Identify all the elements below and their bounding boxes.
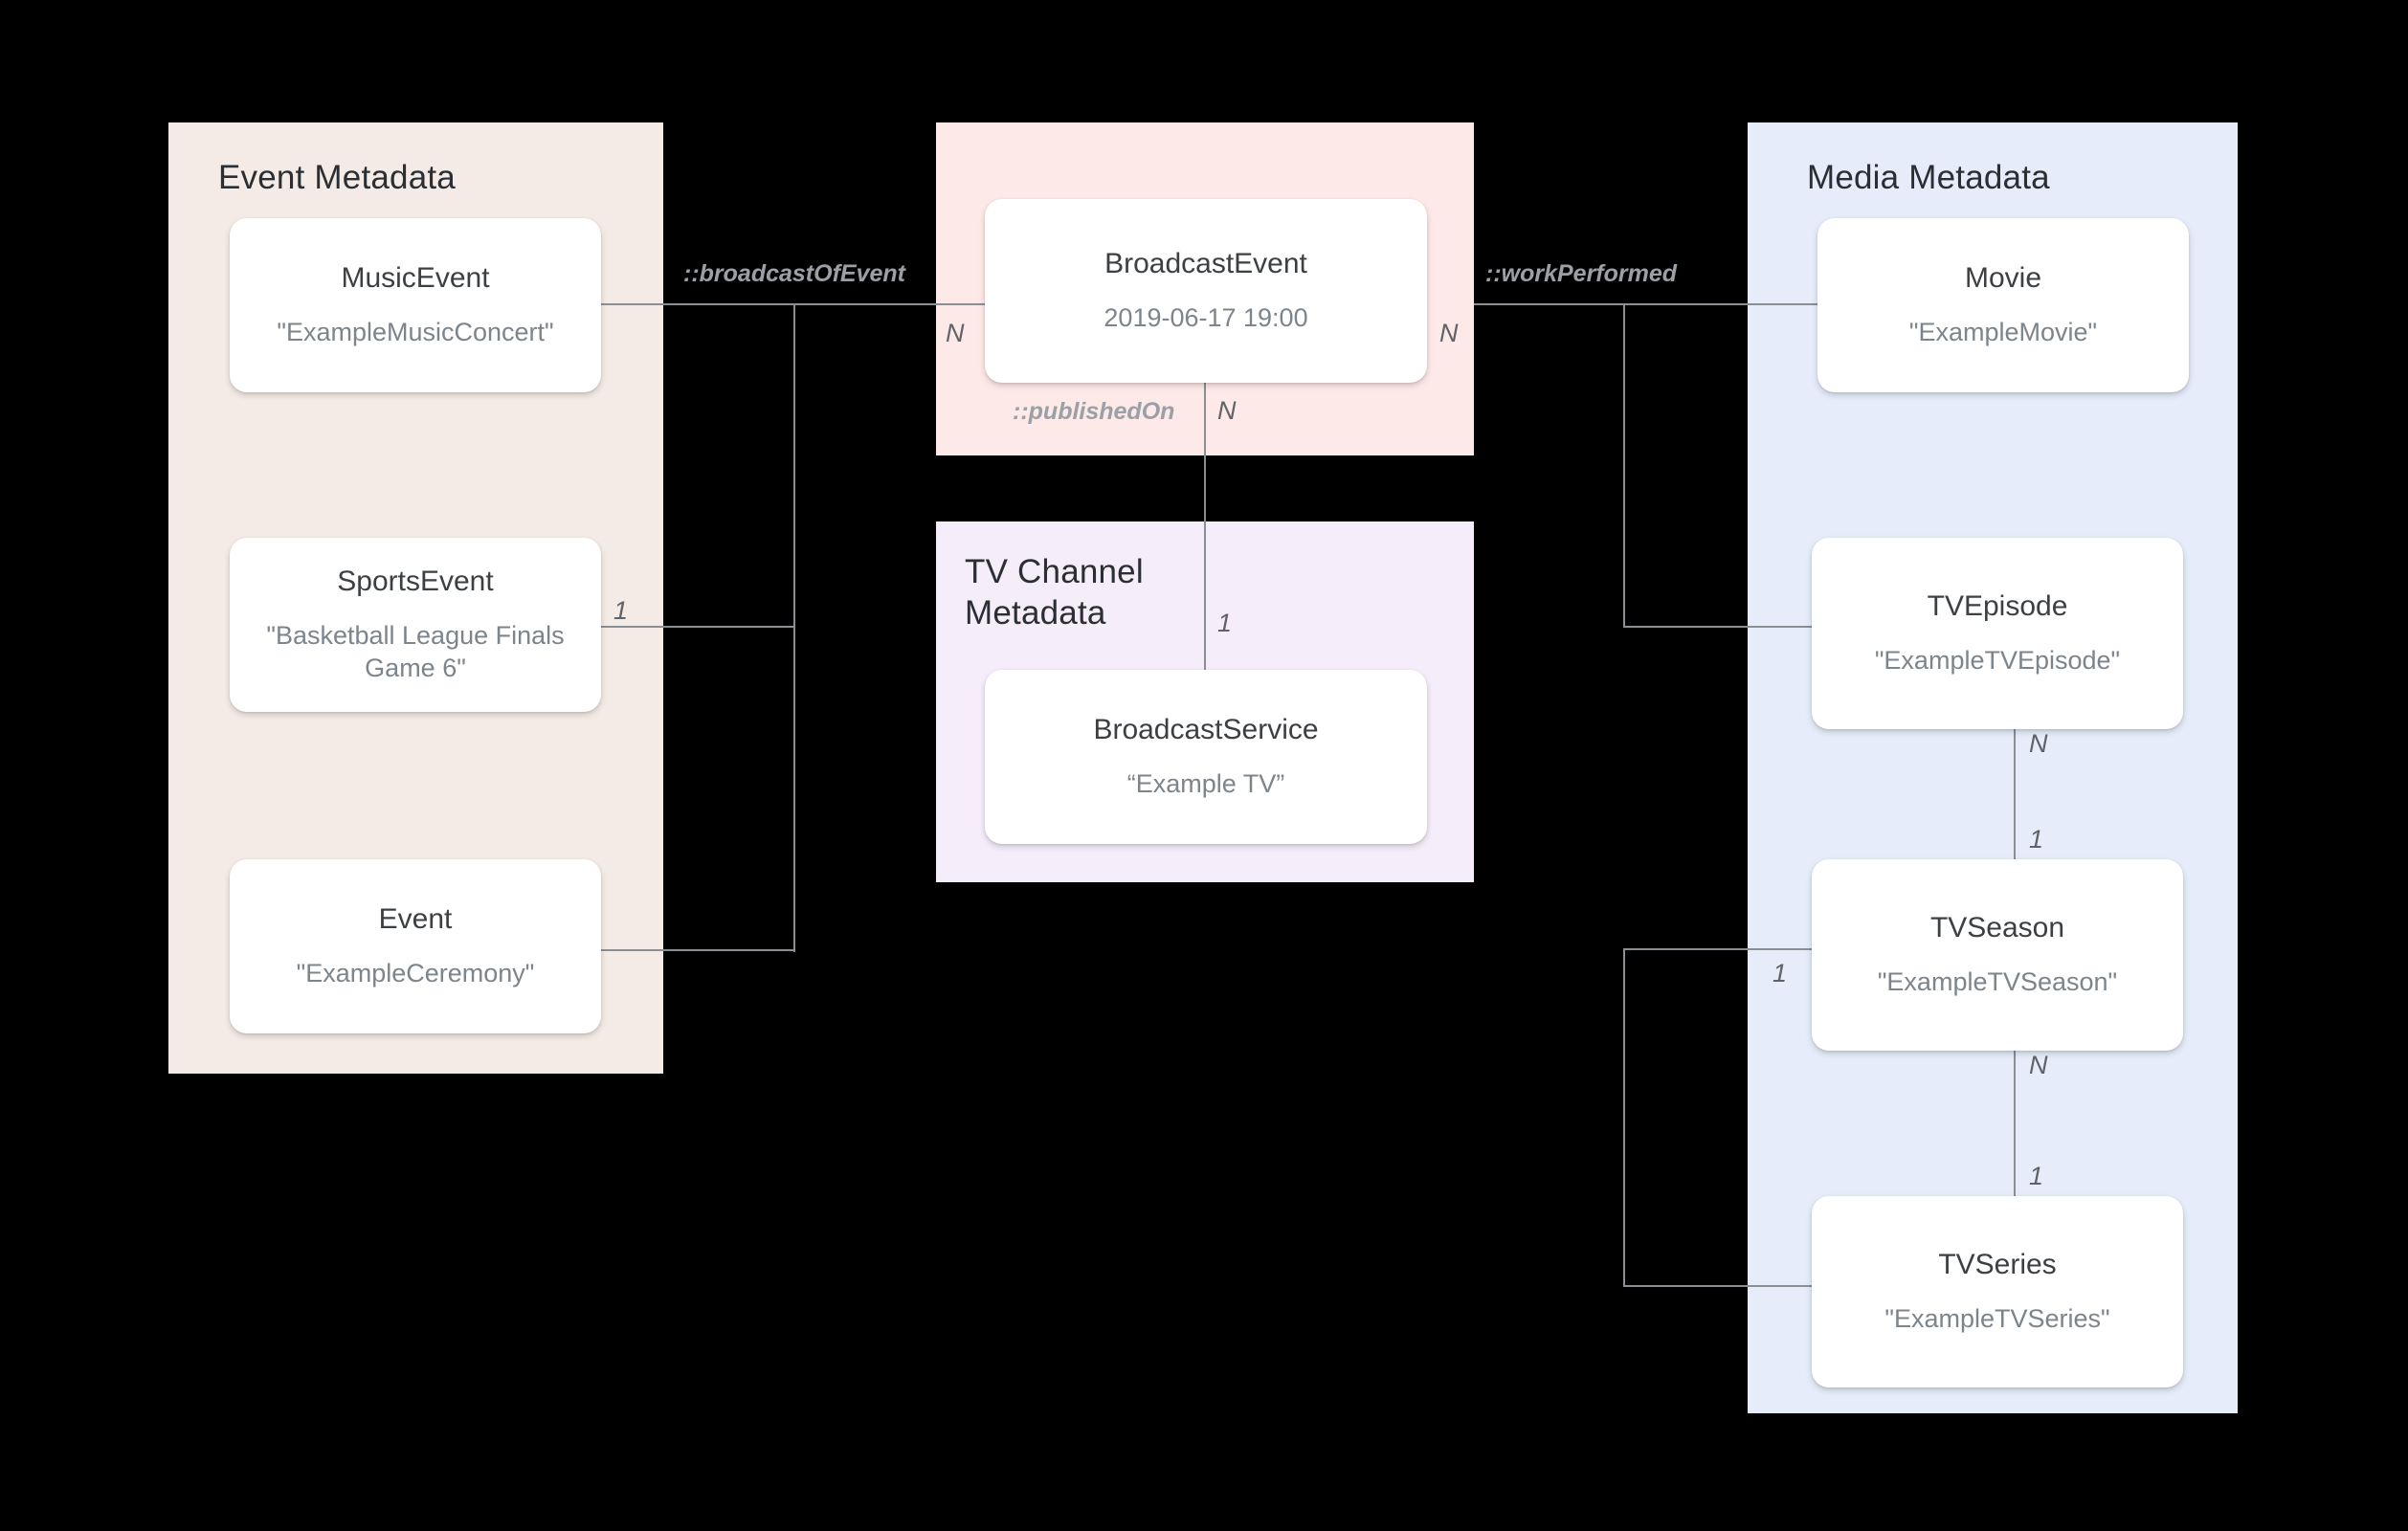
connector-tv-season-to-tv-series [2014,1051,2016,1242]
cardinality-tv-series-top: 1 [2029,1162,2044,1190]
entity-card-sports-event[interactable]: SportsEvent "Basketball League Finals Ga… [230,538,601,712]
entity-value-music-event: "ExampleMusicConcert" [277,318,554,347]
entity-value-tv-episode: "ExampleTVEpisode" [1874,646,2121,676]
relation-label-broadcast-of-event: ::broadcastOfEvent [683,260,905,287]
connector-trunk-to-tv-season [1623,948,1818,950]
entity-type-event: Event [378,903,453,936]
connector-trunk-to-broadcast-event [793,303,985,305]
entity-card-broadcast-service[interactable]: BroadcastService “Example TV” [985,670,1427,844]
connector-sports-event-to-trunk [601,626,794,628]
entity-card-event[interactable]: Event "ExampleCeremony" [230,859,601,1033]
cardinality-tv-season-left: 1 [1773,959,1788,987]
connector-event-trunk [793,304,795,952]
entity-value-tv-series: "ExampleTVSeries" [1884,1304,2110,1334]
entity-card-tv-season[interactable]: TVSeason "ExampleTVSeason" [1812,859,2183,1051]
relation-label-work-performed: ::workPerformed [1485,260,1678,287]
connector-broadcast-event-to-service [1204,383,1206,670]
cardinality-tv-season-bottom: N [2029,1051,2048,1079]
entity-card-tv-series[interactable]: TVSeries "ExampleTVSeries" [1812,1196,2183,1387]
cardinality-broadcast-event-left: N [946,319,965,347]
entity-type-broadcast-service: BroadcastService [1093,714,1319,746]
panel-title-event-metadata: Event Metadata [218,159,456,196]
connector-media-trunk-upper [1623,304,1625,628]
entity-value-movie: "ExampleMovie" [1908,318,2098,347]
relation-label-published-on: ::publishedOn [1013,398,1175,425]
connector-trunk-to-tv-series [1623,1285,1818,1287]
connector-event-to-trunk [601,949,794,951]
entity-card-music-event[interactable]: MusicEvent "ExampleMusicConcert" [230,218,601,392]
entity-type-tv-season: TVSeason [1929,912,2065,944]
cardinality-broadcast-event-right: N [1439,319,1459,347]
entity-type-tv-episode: TVEpisode [1927,590,2068,623]
connector-music-event-to-trunk [601,303,794,305]
entity-value-broadcast-service: “Example TV” [1126,769,1285,799]
cardinality-tv-episode-bottom: N [2029,729,2048,758]
connector-trunk-to-tv-episode [1623,626,1818,628]
connector-media-trunk-lower [1623,949,1625,1287]
entity-card-tv-episode[interactable]: TVEpisode "ExampleTVEpisode" [1812,538,2183,729]
entity-value-broadcast-event: 2019-06-17 19:00 [1104,303,1308,333]
entity-card-broadcast-event[interactable]: BroadcastEvent 2019-06-17 19:00 [985,199,1427,383]
entity-value-event: "ExampleCeremony" [296,959,535,988]
entity-card-movie[interactable]: Movie "ExampleMovie" [1817,218,2189,392]
entity-type-movie: Movie [1964,262,2042,295]
entity-value-sports-event: "Basketball League Finals Game 6" [266,621,565,682]
entity-type-sports-event: SportsEvent [337,566,494,598]
panel-title-tv-channel-metadata: TV Channel Metadata [965,553,1144,632]
cardinality-tv-season-top: 1 [2029,825,2044,854]
connector-broadcast-event-to-media [1474,303,1818,305]
connector-tv-episode-to-tv-season [2014,729,2016,921]
cardinality-broadcast-service-top: 1 [1217,609,1233,637]
entity-type-music-event: MusicEvent [341,262,490,295]
panel-title-media-metadata: Media Metadata [1807,159,2050,196]
cardinality-broadcast-event-bottom: N [1217,396,1237,425]
entity-type-broadcast-event: BroadcastEvent [1104,248,1307,280]
cardinality-sports-event-side: 1 [613,596,629,625]
entity-type-tv-series: TVSeries [1938,1249,2057,1281]
entity-value-tv-season: "ExampleTVSeason" [1877,967,2118,997]
